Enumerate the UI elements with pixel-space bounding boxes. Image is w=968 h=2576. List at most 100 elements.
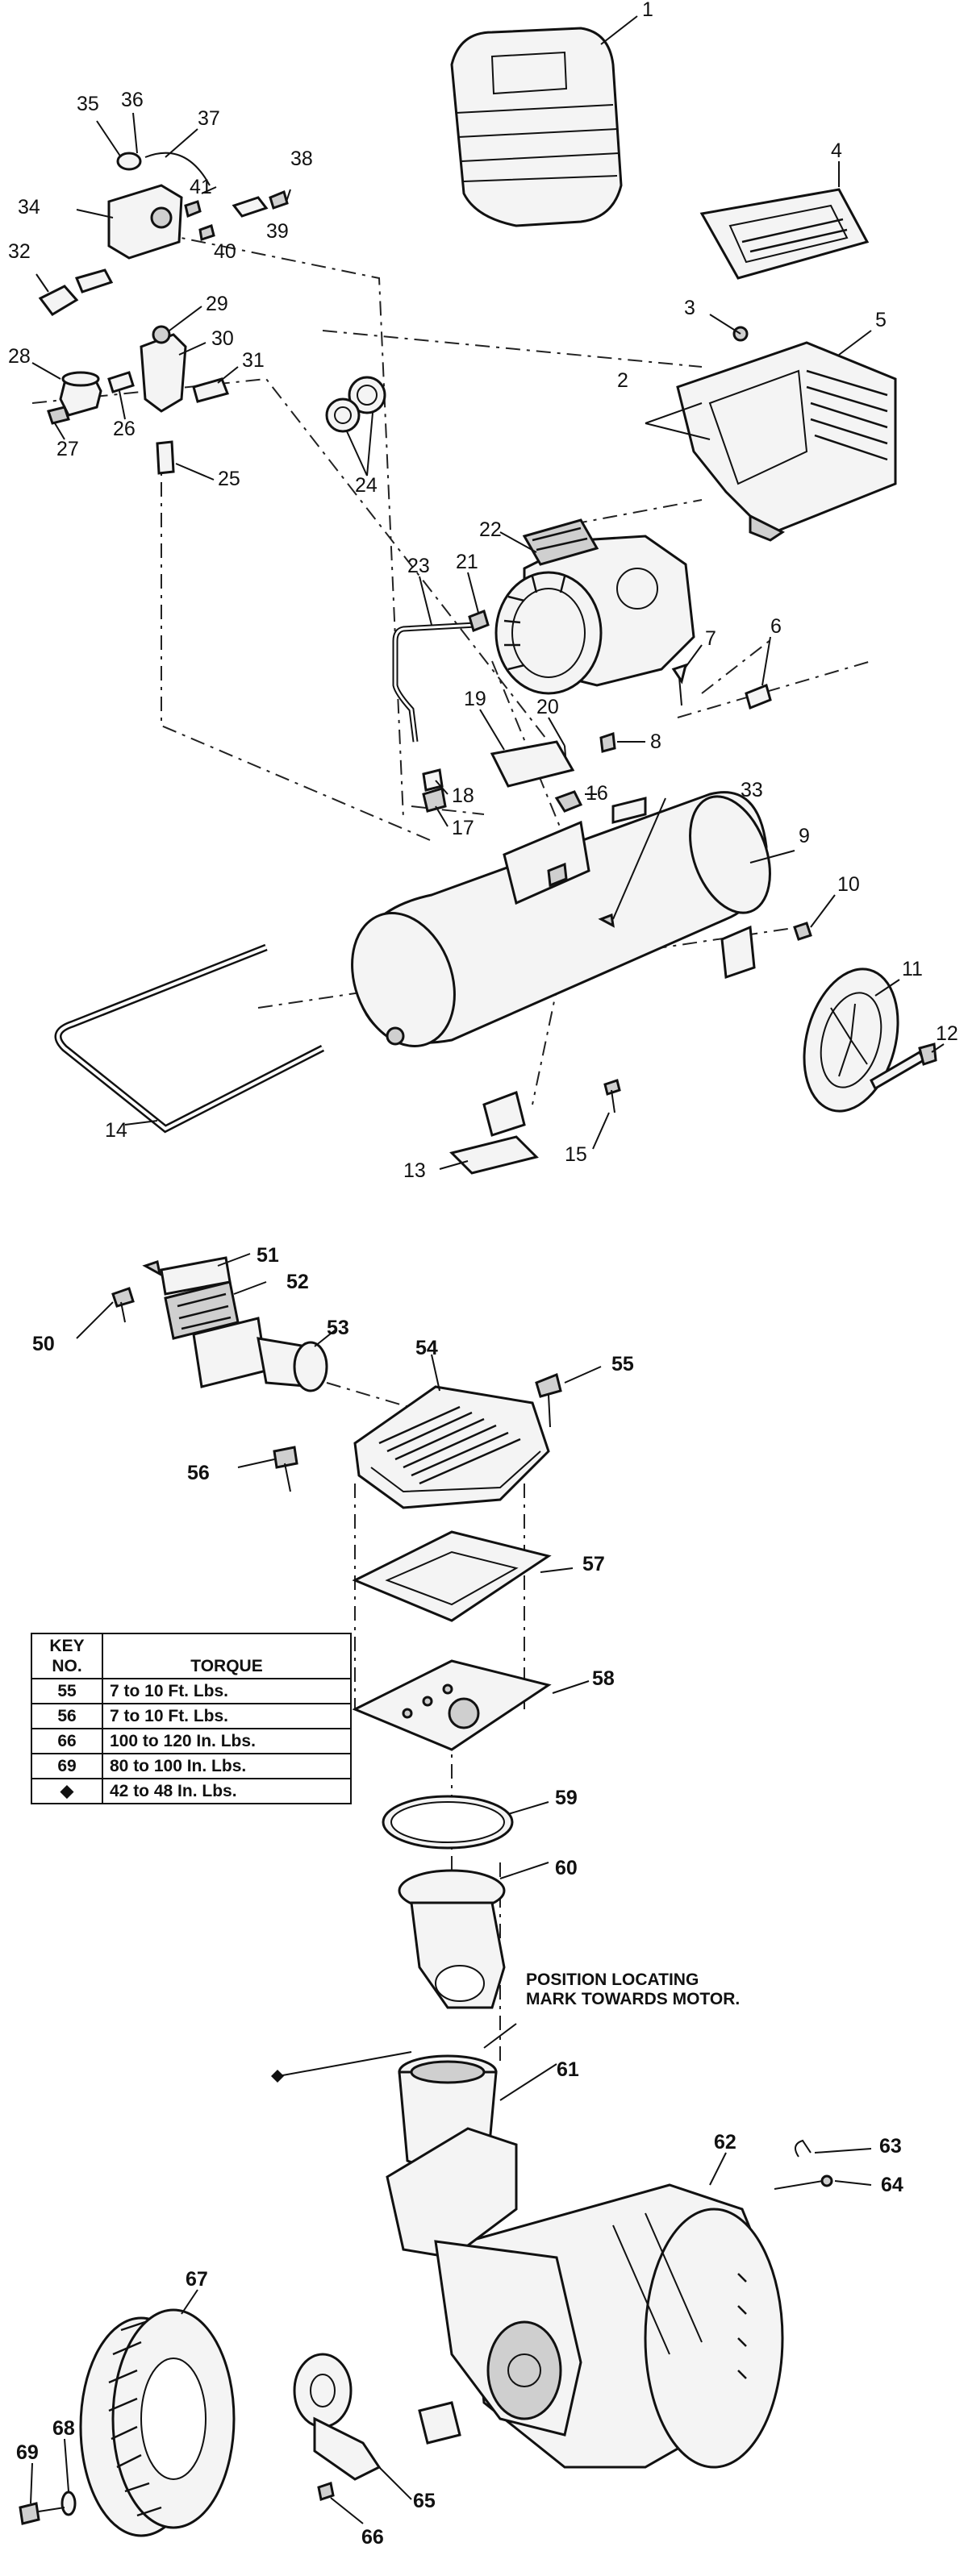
callout-6: 6	[770, 615, 782, 638]
callout-55: 55	[611, 1353, 634, 1375]
callout-56: 56	[187, 1462, 210, 1484]
callout-63: 63	[879, 2135, 902, 2158]
callout-65: 65	[413, 2490, 436, 2512]
callout-34: 34	[18, 196, 40, 218]
valve-plate-58	[352, 1659, 590, 1751]
header-key: KEY NO.	[31, 1633, 103, 1679]
check-valve-group	[31, 362, 135, 440]
callout-38: 38	[290, 148, 313, 170]
torque-table: KEY NO. TORQUE 55 7 to 10 Ft. Lbs. 56 7 …	[31, 1633, 352, 1804]
callout-68: 68	[52, 2417, 75, 2440]
callout-15: 15	[565, 1143, 587, 1166]
callout-30: 30	[211, 327, 234, 350]
manifold	[140, 306, 239, 413]
header-torque: TORQUE	[102, 1633, 352, 1679]
callout-59: 59	[555, 1787, 578, 1809]
shroud-cover	[450, 15, 638, 227]
row-key: 69	[31, 1753, 103, 1779]
screw-15	[592, 1079, 621, 1150]
nut-10	[793, 894, 836, 941]
callout-35: 35	[77, 93, 99, 115]
callout-52: 52	[286, 1271, 309, 1293]
table-row: 69 80 to 100 In. Lbs.	[31, 1753, 352, 1779]
washer-68	[60, 2438, 77, 2516]
screw-66	[317, 2482, 364, 2524]
callout-5: 5	[875, 309, 887, 331]
callout-33: 33	[741, 779, 763, 801]
row-key: ◆	[31, 1778, 103, 1804]
motor-body-62	[386, 2127, 784, 2469]
eccentric-65	[293, 2353, 412, 2500]
row-torque: 100 to 120 In. Lbs.	[102, 1728, 352, 1754]
callout-24: 24	[355, 474, 378, 497]
callout-19: 19	[464, 688, 486, 710]
callout-58: 58	[592, 1667, 615, 1690]
callout-11: 11	[902, 958, 923, 980]
row-torque: 42 to 48 In. Lbs.	[102, 1778, 352, 1804]
callout-66: 66	[361, 2526, 384, 2549]
gasket-19	[479, 709, 575, 788]
callout-23: 23	[407, 555, 430, 577]
row-key: 56	[31, 1703, 103, 1729]
callout-32: 32	[8, 240, 31, 263]
wheel-11	[803, 968, 900, 1113]
screw-50	[76, 1287, 135, 1339]
header-key-line1: KEY	[49, 1637, 85, 1655]
callout-22: 22	[479, 518, 502, 541]
callout-13: 13	[403, 1159, 426, 1182]
bolt-7	[671, 644, 703, 706]
pressure-switch	[76, 112, 291, 260]
row-torque: 7 to 10 Ft. Lbs.	[102, 1703, 352, 1729]
callout-57: 57	[582, 1553, 605, 1575]
row-key: 55	[31, 1678, 103, 1704]
callout-64: 64	[881, 2174, 903, 2196]
callout-69: 69	[16, 2441, 39, 2464]
filter-tray	[699, 161, 870, 280]
note-line-2: MARK TOWARDS MOTOR.	[526, 1990, 740, 2008]
callout-26: 26	[113, 418, 136, 440]
callout-7: 7	[705, 627, 716, 650]
screw-64	[774, 2174, 872, 2190]
nut-16	[554, 790, 597, 813]
elbow-fitting-32	[35, 268, 114, 316]
isolator-6	[745, 636, 772, 710]
table-row: 55 7 to 10 Ft. Lbs.	[31, 1678, 352, 1704]
callout-27: 27	[56, 438, 79, 460]
callout-37: 37	[198, 107, 220, 130]
callout-36: 36	[121, 89, 144, 111]
clip-63	[795, 2139, 872, 2158]
o-ring-59	[382, 1795, 549, 1850]
callout-1: 1	[642, 0, 653, 21]
fitting-17	[422, 787, 449, 827]
callout-20: 20	[536, 696, 559, 718]
callout-39: 39	[266, 220, 289, 243]
callout-14: 14	[105, 1119, 127, 1142]
callout-21: 21	[456, 551, 478, 573]
callout-9: 9	[799, 825, 810, 847]
note-line-1: POSITION LOCATING	[526, 1970, 699, 1989]
callout-18: 18	[452, 784, 474, 807]
callout-41: 41	[190, 176, 212, 198]
callout-25: 25	[218, 468, 240, 490]
callout-62: 62	[714, 2131, 736, 2154]
axle-bolt-12	[870, 1042, 945, 1091]
callout-53: 53	[327, 1317, 349, 1339]
table-row: 56 7 to 10 Ft. Lbs.	[31, 1703, 352, 1729]
spacer-8	[599, 731, 645, 753]
air-tank	[351, 791, 795, 1137]
cylinder-head-54	[353, 1354, 550, 1509]
pump-motor-assembly	[494, 518, 695, 695]
callout-17: 17	[452, 817, 474, 839]
row-torque: 7 to 10 Ft. Lbs.	[102, 1678, 352, 1704]
bolt-69	[19, 2462, 65, 2525]
callout-labels: 1 2 3 4 5 6 7 8 9 10 11 12 13 14 15 16 1…	[8, 0, 958, 2549]
callout-29: 29	[206, 293, 228, 315]
torque-table-header: KEY NO. TORQUE	[31, 1633, 352, 1679]
header-key-line2: NO.	[52, 1657, 82, 1675]
callout-51: 51	[257, 1244, 279, 1267]
callout-61: 61	[557, 2058, 579, 2081]
handle-14	[54, 943, 325, 1134]
callout-54: 54	[415, 1337, 438, 1359]
callout-8: 8	[650, 730, 661, 753]
